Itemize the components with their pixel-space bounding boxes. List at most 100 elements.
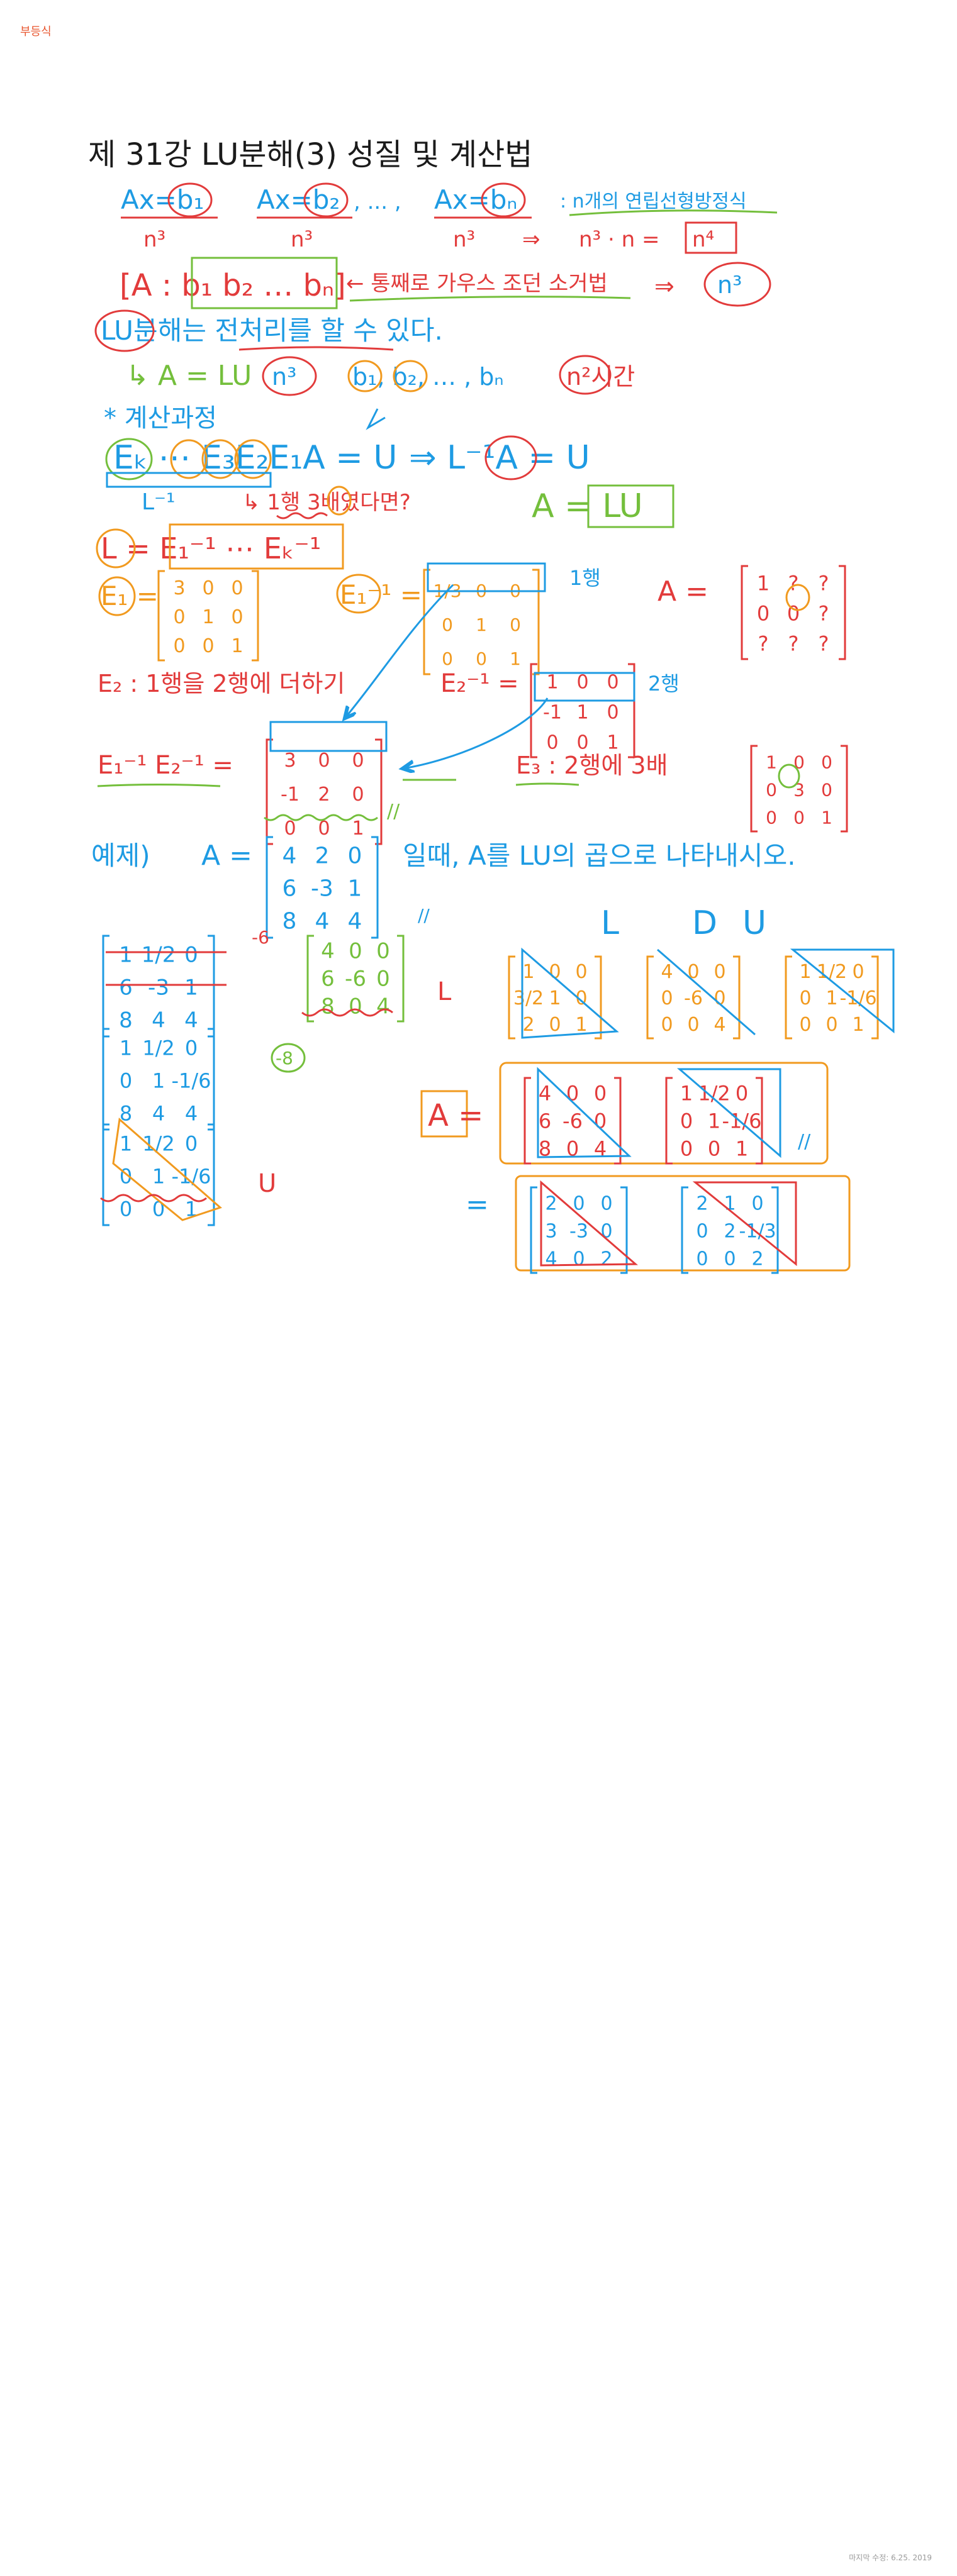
matrix-cell: 0 — [573, 1193, 585, 1215]
matrix-cell: -1 — [543, 702, 562, 724]
underline-green-2 — [349, 296, 631, 302]
matrix-bracket-right — [628, 663, 635, 758]
matrix-cell: 1 — [549, 987, 561, 1009]
l-definition: L = E₁⁻¹ ⋯ Eₖ⁻¹ — [101, 531, 321, 565]
elimination-linv: L⁻¹ — [142, 489, 176, 515]
matrix-bracket-left — [665, 1077, 673, 1165]
cost-product: n³ · n = — [579, 227, 659, 252]
matrix-cell: 0 — [202, 577, 214, 599]
box-a-label — [420, 1090, 468, 1138]
cost-n3-a: n³ — [143, 227, 165, 252]
circle-aug-cost — [703, 262, 771, 307]
matrix-cell: 0 — [708, 1137, 720, 1161]
circle-lu-cost — [262, 356, 317, 396]
circle-lu — [94, 309, 155, 352]
matrix-cell: -6 — [684, 987, 703, 1009]
underline-green-e12 — [97, 784, 221, 787]
matrix-cell: 0 — [573, 1248, 585, 1270]
matrix-cell: 0 — [576, 732, 588, 754]
matrix-bracket-right — [756, 1077, 763, 1165]
matrix-cell: 3 — [173, 577, 185, 599]
matrix-cell: 1 — [576, 702, 588, 724]
matrix-cell: 0 — [600, 1193, 612, 1215]
matrix-cell: 0 — [349, 994, 362, 1019]
matrix-cell: 6 — [119, 975, 133, 1000]
matrix-bracket-right — [620, 1186, 628, 1274]
matrix-cell: 8 — [539, 1137, 551, 1161]
matrix-cell: 1 — [607, 732, 618, 754]
matrix-bracket-left — [741, 565, 748, 660]
example-label: 예제) — [91, 840, 150, 871]
matrix-cell: 0 — [799, 987, 811, 1009]
matrix-cell: 1 — [680, 1082, 693, 1106]
matrix-cell: 0 — [549, 961, 561, 983]
matrix-cell: 0 — [576, 672, 588, 694]
cost-n3-b: n³ — [291, 227, 313, 252]
eq-ax-b1: Ax=b₁ — [121, 184, 204, 215]
matrix-cell: 0 — [680, 1137, 693, 1161]
matrix-cell: -3 — [311, 875, 333, 901]
matrix-cell: 0 — [821, 752, 832, 773]
matrix-cell: 1 — [708, 1109, 720, 1133]
e3-label: E₃ : 2행에 3배 — [516, 752, 668, 779]
e2-label: E₂ : 1행을 2행에 더하기 — [98, 670, 345, 697]
arrow-blue-curve-1 — [345, 584, 454, 718]
matrix-bracket-right — [841, 745, 848, 833]
matrix-cell: 4 — [594, 1137, 607, 1161]
matrix-bracket-right — [839, 565, 846, 660]
double-bar-e12: // — [387, 801, 400, 823]
circle-a-pivot — [785, 584, 810, 611]
e1-label: E₁ = — [101, 580, 159, 611]
matrix-cell: 1 — [184, 975, 198, 1000]
matrix-bracket-left — [306, 935, 314, 1023]
matrix-cell: 0 — [757, 602, 770, 626]
matrix-cell: 0 — [120, 1069, 132, 1092]
elimination-sequence: Eₖ ⋯ E₃E₂E₁A = U — [113, 439, 397, 477]
matrix-cell: 1 — [231, 635, 243, 657]
matrix-cell: 1 — [352, 818, 364, 840]
lu-preprocess: LU분해는 전처리를 할 수 있다. — [101, 315, 443, 346]
augmented-cost: n³ — [717, 271, 742, 299]
matrix-bracket-left — [266, 738, 273, 845]
box-row1 — [427, 562, 546, 592]
matrix-cell: 6 — [321, 967, 335, 992]
lu-time: n²시간 — [566, 363, 635, 391]
arrow-implies-2: ⇒ — [654, 272, 674, 300]
arrow-blue-check — [366, 408, 386, 430]
matrix-cell: 8 — [120, 1101, 132, 1125]
circle-bn — [481, 182, 526, 218]
matrix-bracket-right — [733, 955, 741, 1040]
eq-ax-b2: Ax=b₂ — [257, 184, 340, 215]
matrix-cell: 4 — [714, 1014, 725, 1036]
matrix-cell: 1 — [799, 961, 811, 983]
footer-last-modified: 마지막 수정: 6.25. 2019 — [849, 2553, 932, 2562]
matrix-cell: 0 — [793, 752, 805, 773]
matrix-cell: 0 — [376, 967, 390, 992]
matrix-cell: 4 — [185, 1101, 198, 1125]
matrix-cell: ? — [819, 572, 829, 596]
e1-e2-product: E₁⁻¹ E₂⁻¹ = — [98, 751, 233, 780]
cost-n4: n⁴ — [692, 227, 714, 252]
calc-header: * 계산과정 — [104, 404, 217, 433]
matrix-bracket-right — [252, 570, 259, 662]
box-elimination — [106, 472, 272, 488]
matrix-bracket-right — [208, 1028, 215, 1131]
circle-l — [96, 528, 136, 569]
matrix-cell: 6 — [283, 875, 297, 901]
matrix-cell: 0 — [821, 780, 832, 801]
matrix-cell: 0 — [352, 750, 364, 772]
arrow-blue-curve-2 — [403, 697, 549, 769]
example-a-label: A = — [201, 840, 252, 872]
matrix-cell: 3 — [793, 780, 805, 801]
matrix-cell: 1 — [185, 1197, 198, 1221]
matrix-cell: 0 — [594, 1109, 607, 1133]
triangle-l — [521, 947, 619, 1039]
